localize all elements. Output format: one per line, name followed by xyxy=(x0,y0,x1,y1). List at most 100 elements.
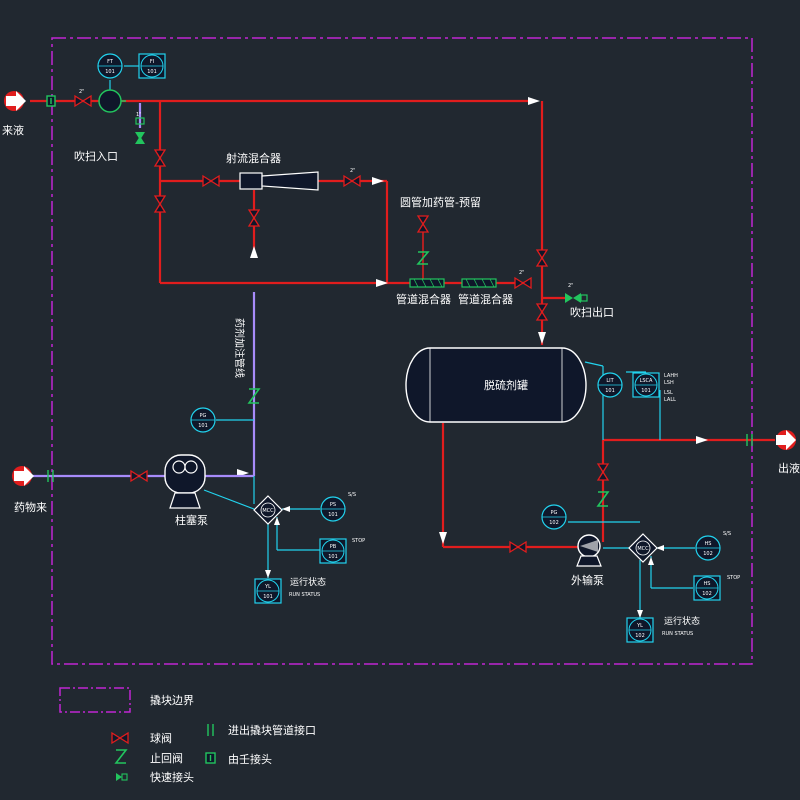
signal-arrow xyxy=(648,557,654,565)
skid-interface-icon xyxy=(46,95,56,107)
instrument-pg1: PG 101 xyxy=(190,407,216,433)
ss-label: S/S xyxy=(348,492,356,498)
legend-quick-connect-icon xyxy=(116,773,128,781)
skid-interface-icon xyxy=(47,470,54,482)
purge-inlet-label: 吹扫入口 xyxy=(74,150,118,163)
instrument-ys1: YL 101 xyxy=(254,578,282,604)
instrument-tag: YL xyxy=(636,623,643,629)
check-valves xyxy=(247,251,610,507)
purge-outlet-connector xyxy=(565,293,588,303)
instrument-ft: FT 101 xyxy=(97,53,123,79)
ss-label: S/S xyxy=(723,531,731,537)
flow-meter-icon xyxy=(98,89,126,113)
instrument-number: 101 xyxy=(105,69,115,75)
inlet-label: 来液 xyxy=(2,123,24,137)
instrument-number: 101 xyxy=(147,69,157,75)
plunger-pump-icon xyxy=(164,454,206,509)
instrument-number: 101 xyxy=(328,554,338,560)
mcc-label: MCC xyxy=(262,508,274,514)
instrument-tag: FI xyxy=(150,59,154,65)
flow-arrow xyxy=(439,532,447,544)
run-status-2-label: 运行状态 xyxy=(664,615,700,627)
pipe-size-label: 2" xyxy=(79,89,84,95)
check-valve-icon xyxy=(416,251,430,265)
ball-valve-icon xyxy=(535,303,549,321)
legend-check-valve-label: 止回阀 xyxy=(150,751,183,765)
legend-skid-boundary-label: 撬块边界 xyxy=(150,693,194,707)
instrument-tag: PS xyxy=(330,502,336,508)
instrument-number: 101 xyxy=(641,388,651,394)
instrument-number: 102 xyxy=(635,633,645,639)
legend-ball-valve-label: 球阀 xyxy=(150,731,172,745)
signal-arrow xyxy=(282,506,290,512)
legend-skid-boundary-swatch xyxy=(59,687,131,713)
purge-outlet-label: 吹扫出口 xyxy=(570,305,614,319)
skid-interface-icon xyxy=(746,434,753,446)
chemical-inlet-label: 药物来 xyxy=(14,500,47,514)
ball-valve-icon xyxy=(153,149,167,167)
legend-skid-interface-icon xyxy=(207,724,214,736)
pipe-mixer-1-label: 管道混合器 xyxy=(396,292,451,306)
pipe-size-label: 1" xyxy=(136,112,141,118)
legend-union-label: 由壬接头 xyxy=(228,752,272,766)
ball-valve-icon xyxy=(153,195,167,213)
inlet-arrow-icon xyxy=(4,91,26,111)
vertical-note-label: 药剂加注管线 xyxy=(233,318,246,378)
pipe-mixer-1 xyxy=(409,278,445,288)
tank-label: 脱硫剂罐 xyxy=(484,378,528,392)
run-status-1-en-label: RUN STATUS xyxy=(289,592,320,598)
flow-arrow xyxy=(528,97,540,105)
instrument-hs2: HS 102 xyxy=(693,575,721,601)
instrument-tag: PB xyxy=(330,544,337,550)
instrument-tag: HS xyxy=(704,581,711,587)
legend: 撬块边界 球阀 止回阀 快速接头 进出撬块管道接口 由壬接头 xyxy=(59,687,316,784)
flow-arrow xyxy=(538,332,546,344)
instrument-lit: LIT 101 xyxy=(597,372,623,398)
flow-arrow xyxy=(372,177,384,185)
jet-mixer-label: 射流混合器 xyxy=(226,151,281,165)
legend-check-valve-icon xyxy=(114,749,128,764)
alarm-label: LAHH xyxy=(664,373,678,379)
ball-valve-icon xyxy=(74,94,92,108)
instrument-tag: YL xyxy=(264,584,271,590)
instrument-tag: PG xyxy=(551,510,558,516)
signal-lines xyxy=(109,65,695,618)
instrument-tag: FT xyxy=(107,59,114,65)
legend-skid-interface-label: 进出撬块管道接口 xyxy=(228,723,316,737)
pipe-size-label: 2" xyxy=(519,270,524,276)
flow-arrow xyxy=(250,246,258,258)
signal-arrow xyxy=(274,517,280,525)
outer-pump-label: 外输泵 xyxy=(571,573,604,587)
mcc-label: MCC xyxy=(637,546,649,552)
instrument-number: 102 xyxy=(702,591,712,597)
legend-quick-connect-label: 快速接头 xyxy=(150,771,194,784)
ball-valve-icon xyxy=(202,174,220,188)
dosing-pipe-label: 圆管加药管-预留 xyxy=(400,195,481,209)
pipe-mixer-2 xyxy=(461,278,497,288)
check-valve-icon xyxy=(596,491,610,507)
instrument-lsca: LSCA 101 xyxy=(632,372,660,398)
instrument-number: 101 xyxy=(605,388,615,394)
flow-arrow xyxy=(696,436,708,444)
chemical-inlet-arrow-icon xyxy=(12,466,34,486)
signal-arrow xyxy=(637,610,643,618)
signal-arrow xyxy=(265,570,271,578)
instrument-number: 101 xyxy=(328,512,338,518)
desulfurizer-tank xyxy=(405,347,587,423)
ball-valve-icon xyxy=(130,469,148,483)
outer-pump-icon xyxy=(576,534,602,567)
stop-label: STOP xyxy=(727,575,740,581)
check-valve-icon xyxy=(247,388,261,404)
ball-valve-icon xyxy=(416,215,430,233)
alarm-label: LSL xyxy=(664,390,673,396)
instrument-pg2: PG 102 xyxy=(541,504,567,530)
ball-valves xyxy=(74,94,610,554)
alarm-label: LSH xyxy=(664,380,674,386)
instrument-number: 101 xyxy=(263,594,273,600)
instrument-pb: PB 101 xyxy=(319,538,347,564)
ball-valve-icon xyxy=(247,209,261,227)
instrument-number: 101 xyxy=(198,423,208,429)
instrument-tag: LIT xyxy=(606,378,614,384)
run-status-1-label: 运行状态 xyxy=(290,576,326,588)
